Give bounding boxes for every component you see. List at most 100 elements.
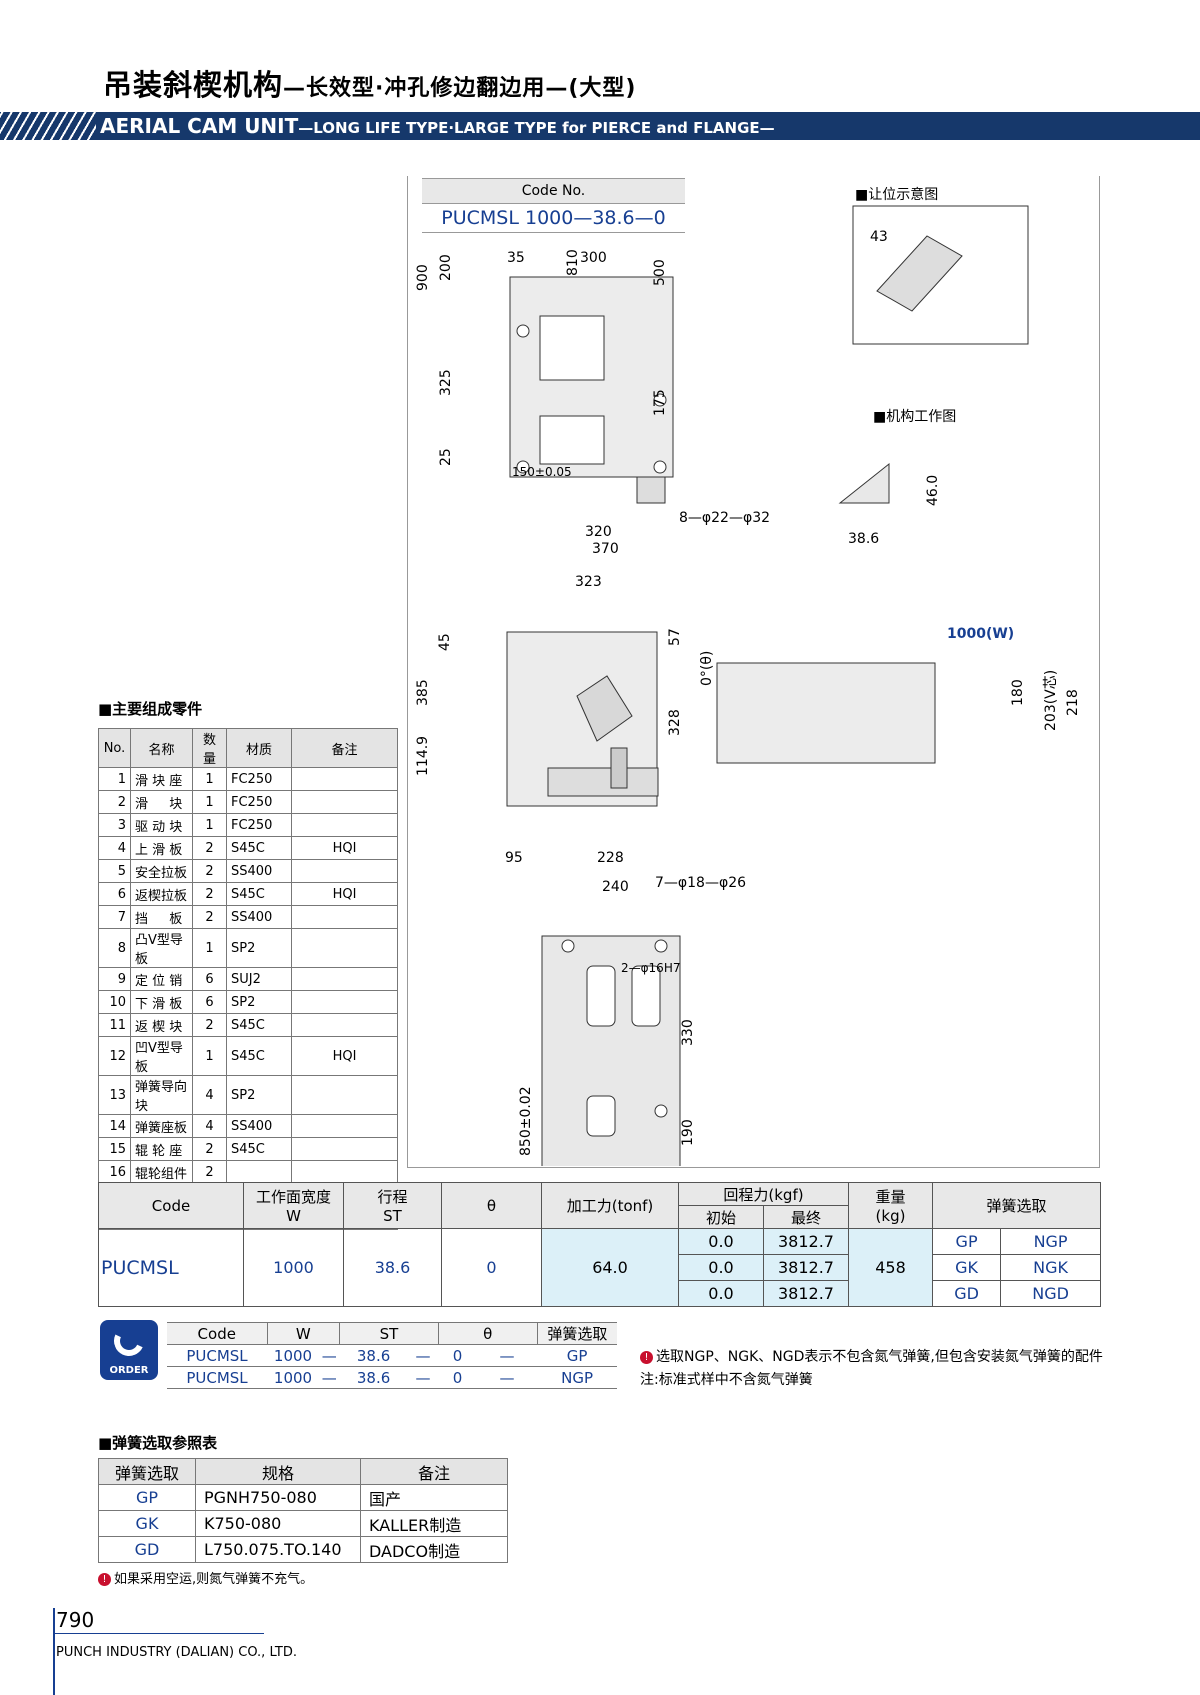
- table-cell: [291, 767, 398, 791]
- dim-150: 150±0.05: [512, 465, 572, 479]
- spec-header-weight: 重量(kg): [848, 1182, 933, 1229]
- dim-35: 35: [507, 250, 525, 266]
- alert-icon: !: [640, 1350, 653, 1364]
- clearance-label: ■让位示意图: [855, 186, 938, 203]
- table-cell: 1: [192, 767, 227, 791]
- table-cell: 返楔拉板: [130, 882, 193, 906]
- table-cell: 7: [98, 905, 131, 929]
- dimension-label: 114.9: [415, 736, 431, 776]
- spec-header-weight-2: (kg): [875, 1207, 906, 1225]
- order-note-1-text: 选取NGP、NGK、NGD表示不包含氮气弹簧,但包含安装氮气弹簧的配件: [656, 1349, 1103, 1365]
- code-box-label: Code No.: [422, 179, 685, 204]
- spec-spring: NGD: [1000, 1280, 1101, 1307]
- table-cell: [291, 928, 398, 968]
- table-cell: 国产: [360, 1484, 508, 1511]
- dim-323: 323: [575, 574, 602, 590]
- table-cell: PUCMSL: [167, 1344, 267, 1367]
- spec-width: 1000: [243, 1228, 344, 1307]
- table-cell: 2: [192, 1160, 227, 1184]
- parts-header-remark: 备注: [291, 728, 398, 768]
- order-header: θ: [437, 1322, 538, 1345]
- drawing-frame: [407, 176, 1100, 1168]
- dimension-label: 810: [565, 249, 581, 276]
- table-cell: GD: [98, 1536, 196, 1563]
- footer-company: PUNCH INDUSTRY (DALIAN) CO., LTD.: [56, 1645, 297, 1660]
- spec-theta: 0: [441, 1228, 542, 1307]
- spring-ref-title: ■弹簧选取参照表: [98, 1434, 218, 1452]
- dimension-label: 325: [438, 369, 454, 396]
- table-cell: 辊 轮 座: [130, 1137, 193, 1161]
- dimension-label: 175: [652, 389, 668, 416]
- title-bar: [0, 112, 1200, 140]
- dim-38-6-b: 38.6: [848, 531, 879, 547]
- table-cell: SS400: [226, 1114, 292, 1138]
- table-cell: 2: [192, 882, 227, 906]
- spec-header-stroke-2: ST: [383, 1207, 402, 1225]
- dim-95: 95: [505, 850, 523, 866]
- table-cell: 1: [192, 790, 227, 814]
- spec-header-code: Code: [98, 1182, 244, 1229]
- table-cell: 凸V型导板: [130, 928, 193, 968]
- dimension-label: 190: [680, 1119, 696, 1146]
- parts-title: ■主要组成零件: [98, 700, 203, 718]
- table-cell: —: [476, 1366, 538, 1389]
- dim-370: 370: [592, 541, 619, 557]
- table-cell: —: [407, 1344, 439, 1367]
- code-box: Code No. PUCMSL 1000—38.6—0: [422, 178, 685, 233]
- dim-228: 228: [597, 850, 624, 866]
- spec-header-width-2: W: [286, 1207, 301, 1225]
- table-cell: [291, 790, 398, 814]
- table-cell: PGNH750-080: [195, 1484, 361, 1511]
- dimension-label: 330: [680, 1019, 696, 1046]
- dimension-label: 25: [438, 448, 454, 466]
- table-cell: 辊轮组件: [130, 1160, 193, 1184]
- table-cell: —: [319, 1366, 340, 1389]
- spring-header: 规格: [195, 1458, 361, 1485]
- table-cell: 安全拉板: [130, 859, 193, 883]
- table-cell: FC250: [226, 790, 292, 814]
- spec-header-theta: θ: [441, 1182, 542, 1229]
- alert-icon: !: [98, 1573, 111, 1586]
- table-cell: S45C: [226, 836, 292, 860]
- page-number: 790: [56, 1608, 95, 1632]
- table-cell: 1: [192, 928, 227, 968]
- dimension-label: 200: [438, 254, 454, 281]
- dimension-label: 46.0: [925, 475, 941, 506]
- spring-header: 弹簧选取: [98, 1458, 196, 1485]
- table-cell: 2: [192, 1137, 227, 1161]
- table-cell: [291, 1114, 398, 1138]
- dimension-label: 218: [1065, 689, 1081, 716]
- table-cell: PUCMSL: [167, 1366, 267, 1389]
- dimension-label: 45: [437, 633, 453, 651]
- table-cell: SP2: [226, 1075, 292, 1115]
- dimension-label: 500: [652, 259, 668, 286]
- dim-240: 240: [602, 879, 629, 895]
- footer-rule: [54, 1633, 264, 1634]
- table-cell: SP2: [226, 928, 292, 968]
- spec-spring: NGP: [1000, 1228, 1101, 1255]
- table-cell: 11: [98, 1013, 131, 1037]
- table-cell: [226, 1160, 292, 1184]
- dimension-label: 0°(θ): [699, 651, 715, 686]
- dimension-label: 180: [1010, 679, 1026, 706]
- spec-header-end: 最终: [763, 1205, 849, 1229]
- mechanism-label: ■机构工作图: [873, 409, 956, 425]
- title-bar-stripes: [0, 112, 96, 140]
- spec-end: 3812.7: [763, 1254, 849, 1281]
- dim-43: 43: [870, 229, 888, 245]
- spec-header-spring: 弹簧选取: [932, 1182, 1101, 1229]
- table-cell: 16: [98, 1160, 131, 1184]
- table-cell: 下 滑 板: [130, 990, 193, 1014]
